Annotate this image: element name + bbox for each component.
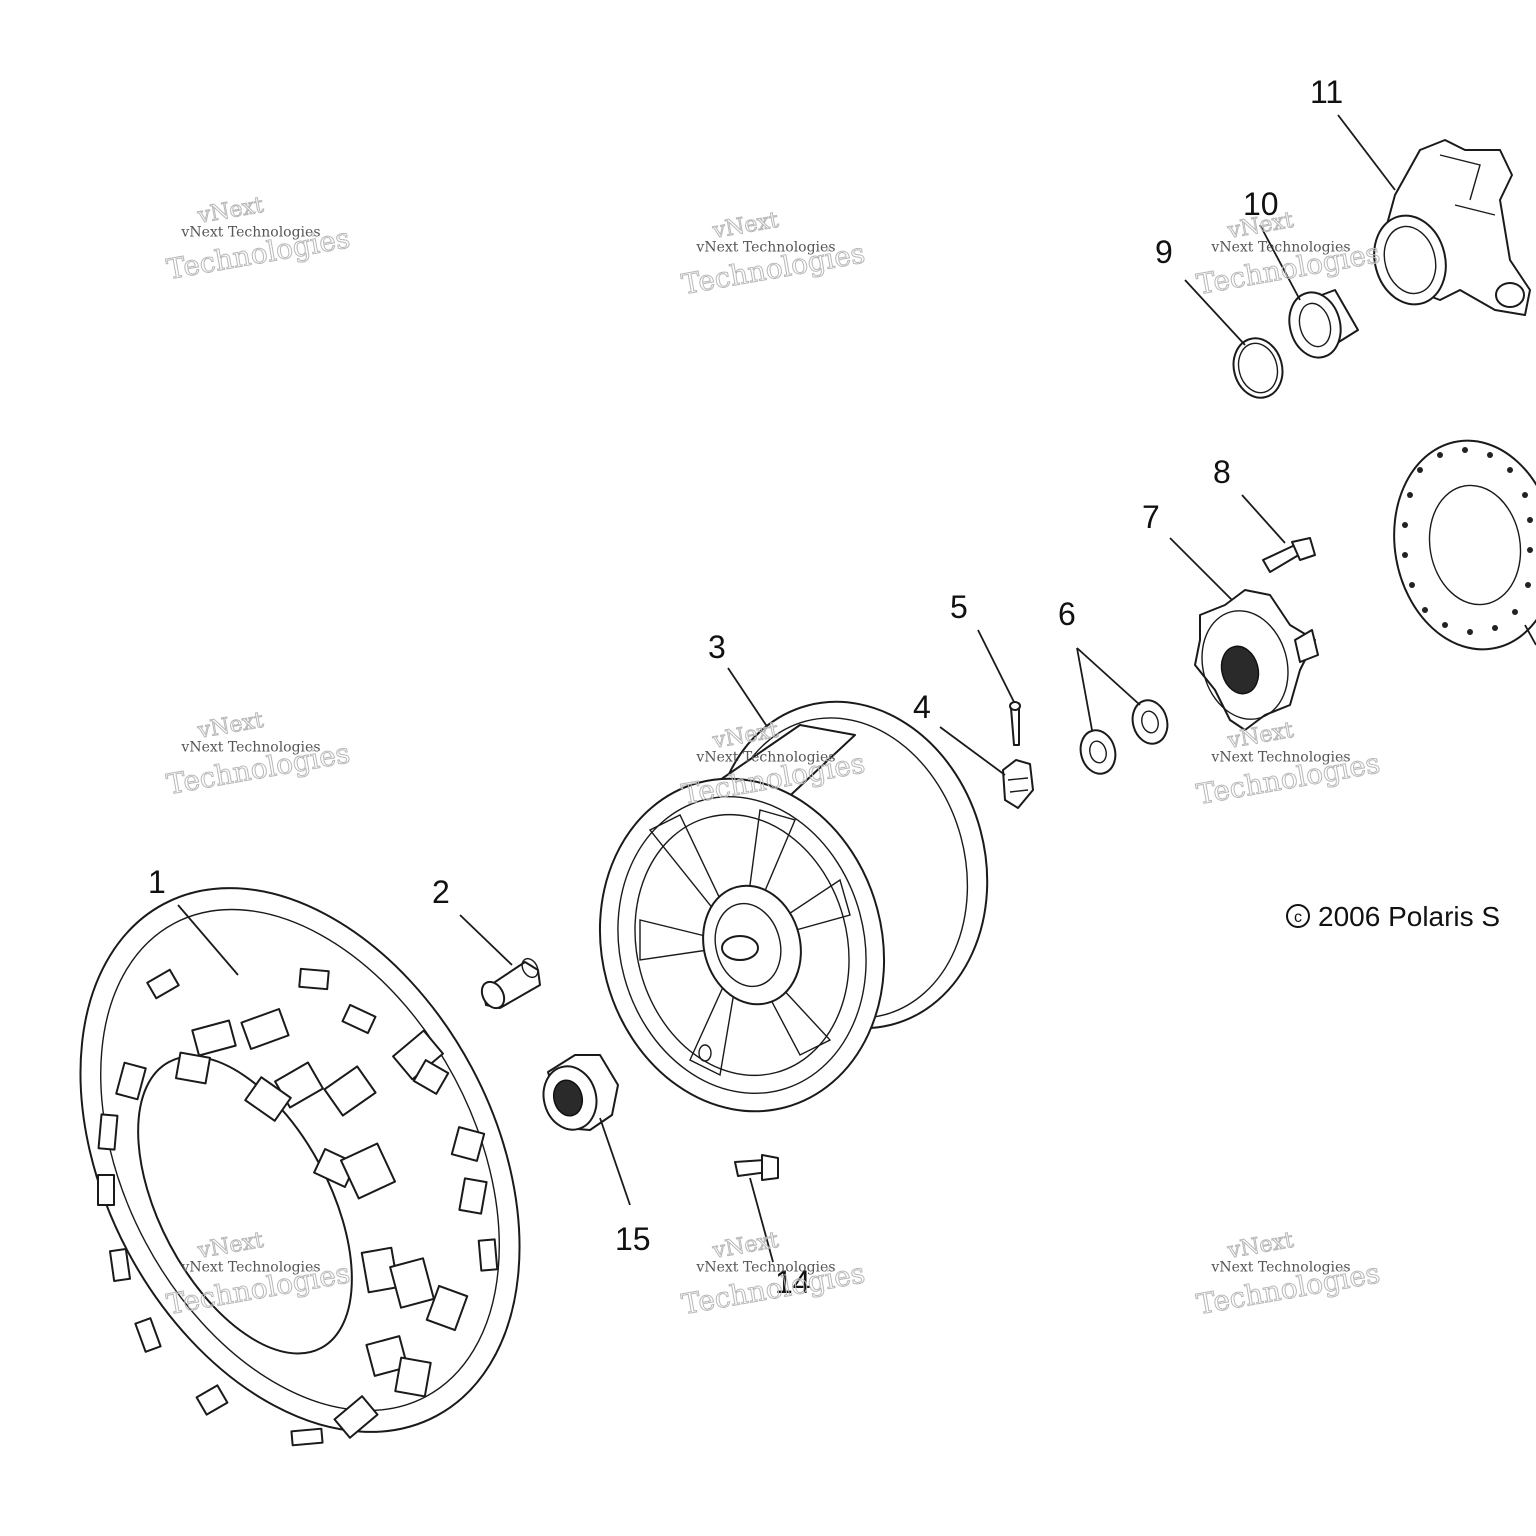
svg-text:vNext Technologies: vNext Technologies	[695, 239, 835, 255]
callout-5: 5	[950, 589, 968, 625]
callout-8: 8	[1213, 454, 1231, 490]
watermark-top-center: vNext vNext Technologies Technologies	[679, 207, 868, 301]
watermark-bottom-right: vNext vNext Technologies Technologies	[1194, 1227, 1383, 1321]
callout-10: 10	[1243, 186, 1279, 222]
svg-text:vNext Technologies: vNext Technologies	[1210, 749, 1350, 765]
copyright-symbol: c	[1294, 909, 1302, 926]
callout-7: 7	[1142, 499, 1160, 535]
castle-nut-part	[1002, 759, 1034, 809]
lug-nut-part	[480, 957, 541, 1010]
knuckle-housing-part	[1373, 139, 1531, 316]
svg-text:vNext Technologies: vNext Technologies	[1210, 1259, 1350, 1275]
wheel-rim-part	[598, 700, 989, 1113]
svg-text:vNext Technologies: vNext Technologies	[1210, 239, 1350, 255]
callout-15: 15	[615, 1221, 651, 1257]
copyright-text: 2006 Polaris S	[1318, 901, 1500, 932]
svg-text:vNext Technologies: vNext Technologies	[695, 1259, 835, 1275]
svg-text:vNext Technologies: vNext Technologies	[180, 739, 320, 755]
hub-part	[1194, 589, 1319, 731]
svg-text:vNext Technologies: vNext Technologies	[180, 224, 320, 240]
leader-lines	[177, 114, 1396, 1263]
svg-text:vNext Technologies: vNext Technologies	[695, 749, 835, 765]
bearing-part	[1288, 289, 1359, 359]
watermark-bottom-center: vNext vNext Technologies Technologies	[679, 1227, 868, 1321]
callout-1: 1	[148, 864, 166, 900]
watermark-top-left: vNext vNext Technologies Technologies	[164, 192, 353, 286]
center-cap-part	[542, 1054, 619, 1131]
brake-disc-part	[1393, 439, 1536, 651]
callout-14: 14	[775, 1264, 811, 1300]
callout-4: 4	[913, 689, 931, 725]
cotter-pin-part	[1009, 701, 1021, 746]
watermark-top-right: vNext vNext Technologies Technologies	[1194, 207, 1383, 301]
callout-2: 2	[432, 874, 450, 910]
callout-6: 6	[1058, 596, 1076, 632]
tire-part	[79, 887, 521, 1447]
callout-11: 11	[1310, 74, 1343, 110]
valve-stem-part	[734, 1154, 779, 1181]
callout-numbers: 1 2 3 4 5 6 7 8 9 10 11 14 15	[148, 74, 1343, 1300]
svg-text:vNext Technologies: vNext Technologies	[180, 1259, 320, 1275]
callout-9: 9	[1155, 234, 1173, 270]
stud-part	[1262, 537, 1316, 573]
callout-3: 3	[708, 629, 726, 665]
copyright-notice: c 2006 Polaris S	[1286, 901, 1500, 932]
snap-ring-part	[1232, 337, 1284, 399]
washer-part	[1079, 699, 1169, 775]
watermark-mid-left: vNext vNext Technologies Technologies	[164, 707, 353, 801]
watermark-mid-right: vNext vNext Technologies Technologies	[1194, 717, 1383, 811]
